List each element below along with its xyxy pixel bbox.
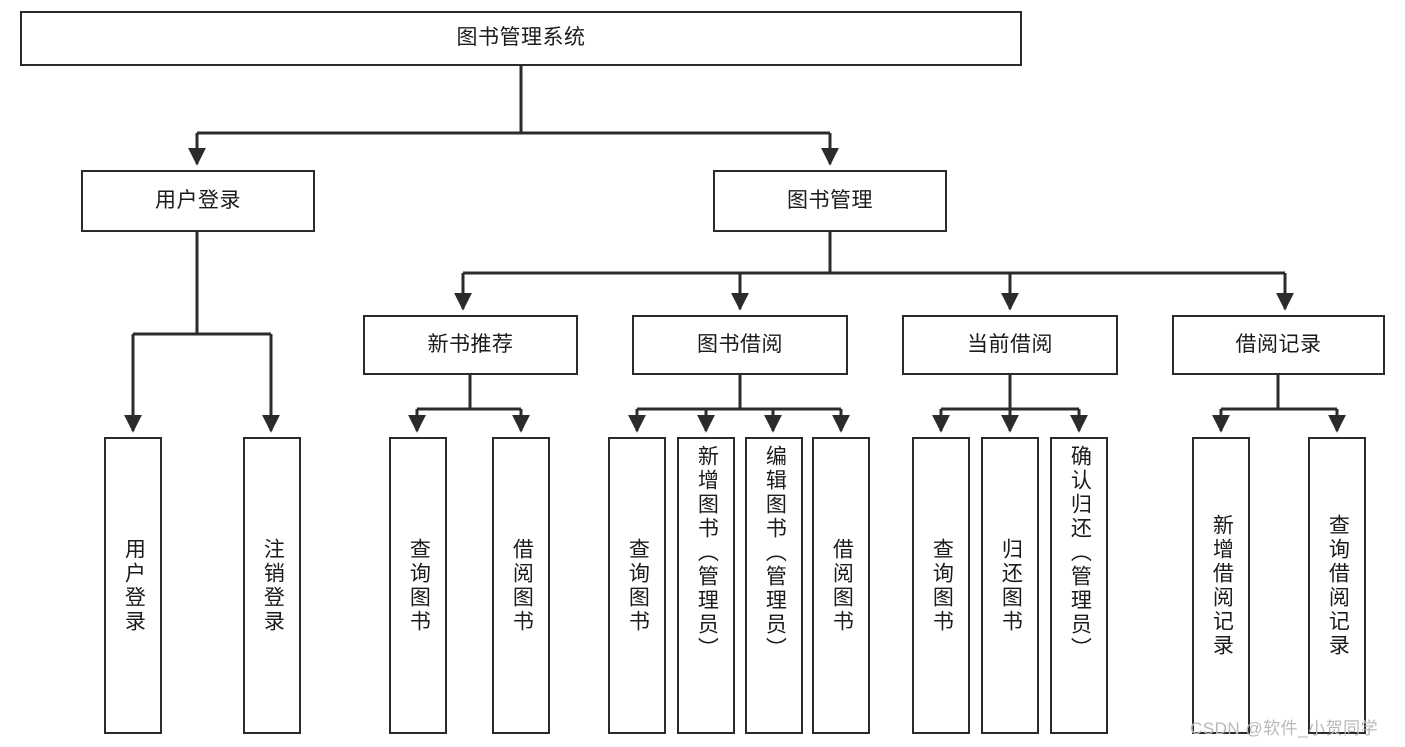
node-new-book-recommend[interactable]: 新书推荐	[363, 315, 578, 375]
node-label: 新增图书（管理员）	[695, 445, 719, 661]
leaf-borrow-book-recommend[interactable]: 借阅图书	[492, 437, 550, 734]
node-label: 注销登录	[261, 537, 285, 634]
node-label: 查询借阅记录	[1326, 513, 1350, 658]
node-label: 图书借阅	[697, 332, 783, 356]
node-label: 编辑图书（管理员）	[763, 445, 787, 661]
node-label: 借阅图书	[830, 537, 854, 634]
node-label: 归还图书	[999, 537, 1023, 634]
leaf-query-borrow-record[interactable]: 查询借阅记录	[1308, 437, 1366, 734]
node-label: 查询图书	[930, 537, 954, 634]
node-label: 图书管理系统	[456, 26, 586, 50]
node-user-login[interactable]: 用户登录	[81, 170, 315, 232]
node-label: 借阅图书	[510, 537, 534, 634]
node-label: 新书推荐	[427, 332, 514, 356]
leaf-edit-book-admin[interactable]: 编辑图书（管理员）	[745, 437, 803, 734]
leaf-logout[interactable]: 注销登录	[243, 437, 301, 734]
leaf-query-book-current[interactable]: 查询图书	[912, 437, 970, 734]
node-label: 借阅记录	[1235, 332, 1322, 356]
leaf-confirm-return-admin[interactable]: 确认归还（管理员）	[1050, 437, 1108, 734]
node-label: 新增借阅记录	[1210, 513, 1234, 658]
node-book-borrow[interactable]: 图书借阅	[632, 315, 848, 375]
node-label: 查询图书	[626, 537, 650, 634]
node-label: 图书管理	[787, 188, 873, 212]
node-label: 当前借阅	[967, 332, 1053, 356]
node-book-management[interactable]: 图书管理	[713, 170, 947, 232]
leaf-return-book[interactable]: 归还图书	[981, 437, 1039, 734]
node-label: 用户登录	[122, 537, 146, 634]
leaf-query-book-recommend[interactable]: 查询图书	[389, 437, 447, 734]
leaf-user-login[interactable]: 用户登录	[104, 437, 162, 734]
leaf-borrow-book[interactable]: 借阅图书	[812, 437, 870, 734]
leaf-add-borrow-record[interactable]: 新增借阅记录	[1192, 437, 1250, 734]
leaf-add-book-admin[interactable]: 新增图书（管理员）	[677, 437, 735, 734]
leaf-query-book-borrow[interactable]: 查询图书	[608, 437, 666, 734]
node-label: 确认归还（管理员）	[1068, 445, 1092, 661]
node-root-system[interactable]: 图书管理系统	[20, 11, 1022, 66]
node-borrow-record[interactable]: 借阅记录	[1172, 315, 1385, 375]
node-label: 用户登录	[155, 188, 241, 212]
node-current-borrow[interactable]: 当前借阅	[902, 315, 1118, 375]
node-label: 查询图书	[407, 537, 431, 634]
